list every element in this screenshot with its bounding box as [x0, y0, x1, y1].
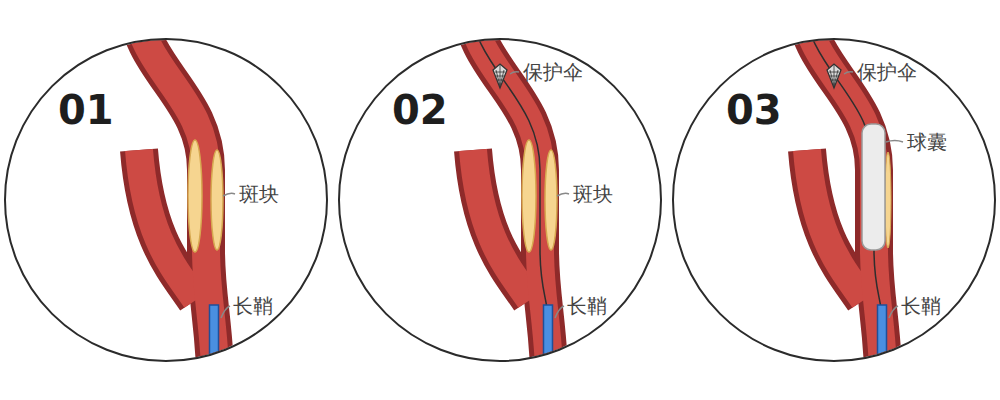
part-label: 斑块: [573, 180, 613, 208]
step-number: 03: [726, 87, 782, 133]
step-number: 02: [392, 87, 448, 133]
step-circle: 03: [672, 38, 996, 362]
step-circle: 01: [4, 38, 328, 362]
step-circle: 02: [338, 38, 662, 362]
part-label: 长鞘: [233, 292, 273, 320]
part-label: 球囊: [907, 128, 947, 156]
part-label: 斑块: [239, 180, 279, 208]
part-label: 保护伞: [857, 58, 917, 86]
part-label: 长鞘: [567, 292, 607, 320]
step-number: 01: [58, 87, 114, 133]
part-label: 长鞘: [901, 292, 941, 320]
part-label: 保护伞: [523, 58, 583, 86]
